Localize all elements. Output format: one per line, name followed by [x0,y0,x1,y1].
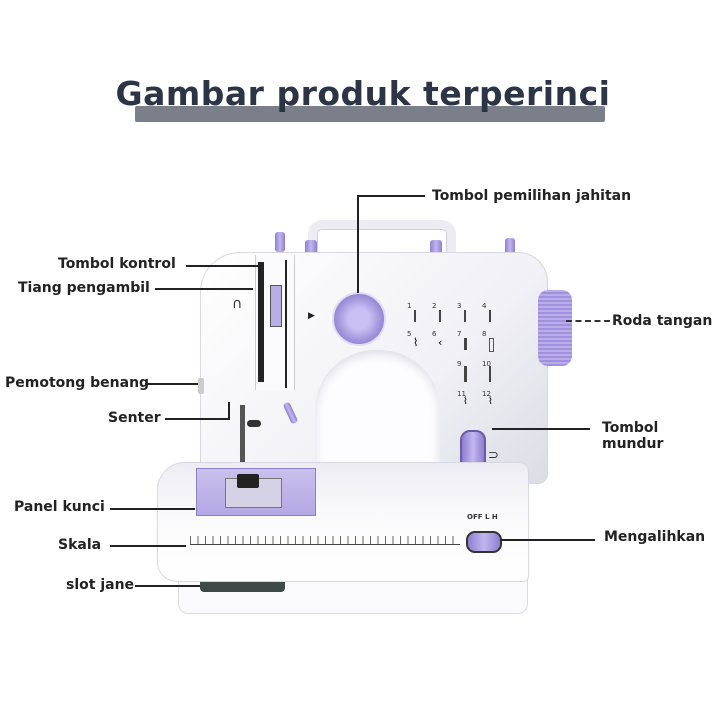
label-hand-wheel: Roda tangan [612,313,713,329]
presser-screw [247,420,261,427]
stitch-icon [489,366,491,382]
stitch-number: 7 [457,330,462,338]
stitch-number: 3 [457,302,462,310]
stitch-icon [414,310,416,322]
spool-pin [505,238,515,260]
page-title: Gambar produk terperinci [115,74,611,113]
leader-line [110,508,195,510]
label-reverse-button-line2: mundur [602,436,664,452]
stitch-number: 9 [457,360,462,368]
leader-line [165,418,229,420]
take-up-window [270,285,282,327]
label-light: Senter [108,410,161,426]
spool-pin-2 [275,232,285,252]
leader-line [566,320,610,322]
stitch-number: 11 [457,390,466,398]
handle-clip-left [305,240,317,254]
leader-line [492,428,590,430]
label-stitch-selector: Tombol pemilihan jahitan [432,188,632,204]
leader-line [357,195,359,293]
leader-line [357,195,425,197]
dial-pointer-icon: ▶ [308,311,315,321]
stitch-number: 6 [432,330,437,338]
label-scale: Skala [58,537,102,553]
stitch-icon: ⌇ [463,396,468,407]
label-needle-slot: slot jane [66,577,135,593]
stitch-number: 8 [482,330,487,338]
stitch-icon [464,338,467,350]
control-bar [258,262,264,382]
stitch-number: 10 [482,360,491,368]
leader-line [135,585,200,587]
leader-line [110,545,186,547]
label-control-button: Tombol kontrol [58,256,176,272]
handle-clip-right [430,240,442,254]
stitch-icon [489,310,491,322]
stitch-number: 1 [407,302,412,310]
leader-line [500,539,595,541]
presser-foot-bar [240,405,245,480]
stitch-icon: ‹ [438,336,443,349]
leader-line [145,383,198,385]
stitch-icon: ⌇ [488,396,493,407]
stitch-number: 5 [407,330,412,338]
label-take-up-lever: Tiang pengambil [18,280,150,296]
leader-line [186,265,258,267]
leader-line [228,402,230,420]
stitch-icon: ⌇ [413,336,419,349]
stitch-number: 12 [482,390,491,398]
power-switch[interactable] [466,531,502,553]
label-reverse-button-line1: Tombol [602,420,659,436]
stitch-selector-dial[interactable] [332,292,386,346]
scale-ruler [190,536,460,545]
label-thread-cutter: Pemotong benang [5,375,150,391]
stitch-icon [489,338,494,352]
presser-foot [237,474,259,488]
hand-wheel[interactable] [538,290,572,366]
stitch-icon [464,310,466,322]
thread-cutter [198,378,204,394]
stitch-number: 2 [432,302,437,310]
stitch-icon [464,366,467,382]
stitch-number: 4 [482,302,487,310]
stitch-chart: 1 2 3 4 5 6 7 8 9 10 11 12 ⌇ ‹ ⌇ ⌇ [405,302,505,412]
stitch-icon [439,310,441,322]
title-underline [135,106,605,122]
reverse-icon: ⊃ [488,448,499,463]
thread-guide-line [285,260,287,388]
switch-positions: OFF L H [467,513,498,521]
label-switch: Mengalihkan [604,529,706,545]
leader-line [155,288,253,290]
label-lock-panel: Panel kunci [14,499,105,515]
threading-icon: ∩ [232,296,243,312]
